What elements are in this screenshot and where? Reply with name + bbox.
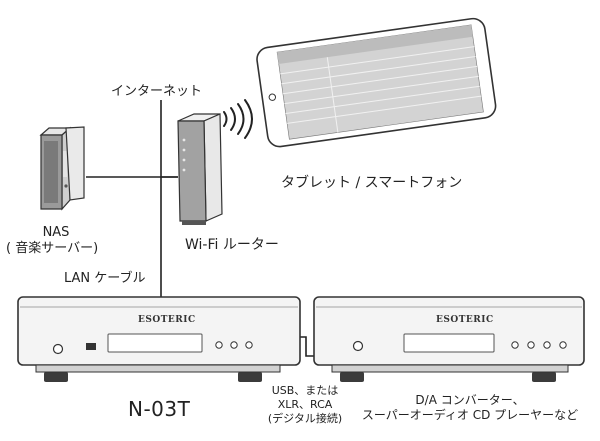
nas-device: [39, 126, 85, 211]
player-device: [17, 296, 301, 382]
wifi-waves-icon: [223, 99, 253, 139]
internet-label: インターネット: [111, 84, 203, 99]
nas-desc-label: ( 音楽サーバー): [6, 241, 99, 256]
connection-label-line3: (デジタル接続): [267, 412, 343, 425]
dac-label-line2: スーパーオーディオ CD プレーヤーなど: [361, 408, 579, 422]
tablet-label: タブレット / スマートフォン: [281, 175, 463, 191]
dac-device: [313, 296, 585, 382]
dac-brand-logo: ESOTERIC: [436, 315, 494, 325]
player-brand-logo: ESOTERIC: [138, 315, 196, 325]
player-model-label: N-03T: [128, 397, 191, 421]
connection-label-line2: XLR、RCA: [277, 398, 333, 411]
digital-connection-line: [298, 336, 314, 357]
tablet: [256, 17, 497, 148]
lan-cable-label: LAN ケーブル: [64, 271, 146, 286]
router-device: [177, 113, 223, 225]
connection-lines: [86, 100, 314, 357]
router-label: Wi-Fi ルーター: [185, 237, 279, 253]
nas-name-label: NAS: [42, 225, 70, 240]
dac-label-line1: D/A コンバーター、: [415, 393, 525, 407]
connection-label-line1: USB、または: [271, 384, 339, 397]
